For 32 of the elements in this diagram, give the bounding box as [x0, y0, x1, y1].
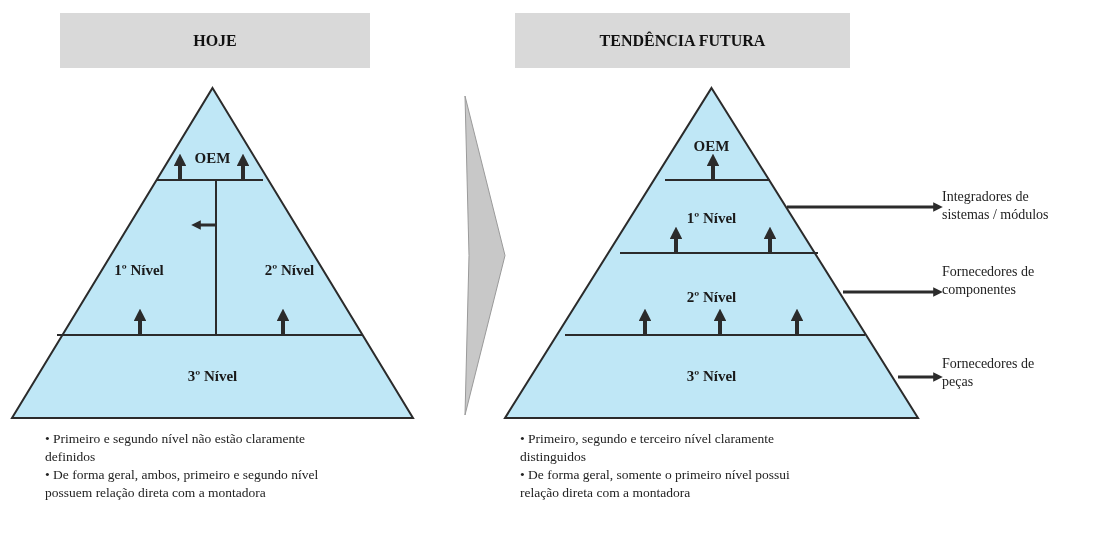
- bullet-note: • De forma geral, somente o primeiro nível possui relação direta com a montadora: [520, 465, 791, 502]
- chevron-arrow: [464, 95, 506, 416]
- arrow: [790, 308, 804, 336]
- arrow: [763, 226, 777, 254]
- header-box: TENDÊNCIA FUTURA: [515, 13, 850, 68]
- supplier-label: Fornecedores de componentes: [942, 263, 1067, 303]
- supplier-label: Fornecedores de peças: [942, 355, 1067, 395]
- tier-label: 2º Nível: [686, 288, 737, 306]
- tier-label: OEM: [693, 137, 730, 155]
- arrow: [787, 202, 943, 212]
- tier-label: 1º Nível: [686, 210, 737, 227]
- arrow: [133, 308, 147, 336]
- arrow: [191, 220, 217, 230]
- arrow: [276, 308, 290, 336]
- arrow: [638, 308, 652, 336]
- bullet-note: • Primeiro, segundo e terceiro nível claramente distinguidos: [520, 430, 775, 466]
- arrow: [173, 153, 187, 181]
- arrow: [669, 226, 683, 254]
- tier-label: 1º Nível: [114, 262, 164, 279]
- arrow: [236, 153, 250, 181]
- tier-label: OEM: [194, 149, 231, 167]
- arrow: [843, 287, 943, 297]
- tier-label: 3º Nível: [187, 368, 238, 385]
- arrow: [713, 308, 727, 336]
- bullet-note: • Primeiro e segundo nível não estão claramente definidos: [45, 430, 306, 466]
- arrow: [706, 153, 720, 181]
- bullet-note: • De forma geral, ambos, primeiro e segundo nível possuem relação direta com a montadora: [45, 465, 320, 502]
- supplier-label: Integradores de sistemas / módulos: [942, 188, 1067, 228]
- tier-label: 2º Nível: [264, 262, 315, 279]
- header-box: HOJE: [60, 13, 370, 68]
- tier-label: 3º Nível: [686, 368, 737, 385]
- arrow: [898, 372, 943, 382]
